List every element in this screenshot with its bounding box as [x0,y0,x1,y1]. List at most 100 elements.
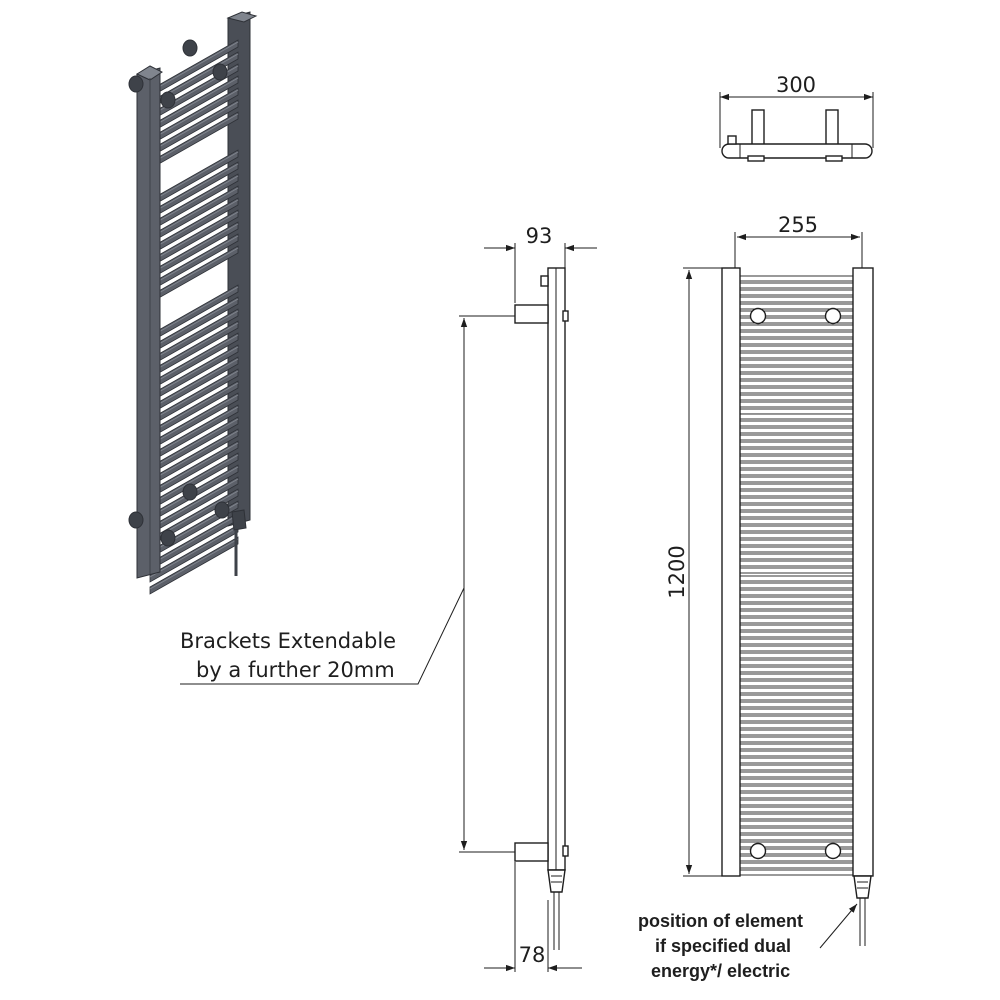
front-bar [739,575,854,582]
front-bar [739,560,854,567]
heating-element-3d [231,509,247,576]
front-bar [739,729,854,736]
front-rail [135,65,163,579]
iso-bar-highlight [149,454,239,506]
front-width-label: 255 [778,213,818,237]
front-bar [739,813,854,820]
element-note: position of element if specified dual en… [638,903,858,981]
front-bar [739,394,854,401]
front-bar [739,652,854,659]
front-bar [739,624,854,631]
front-bar [739,743,854,750]
iso-bar-highlight [149,247,239,299]
front-bar [739,275,854,282]
front-bar [739,764,854,771]
front-bar [739,455,854,462]
front-bar [739,715,854,722]
front-bar [739,792,854,799]
iso-bar-highlight [149,223,239,275]
front-bar [739,701,854,708]
iso-bar-highlight [149,113,239,165]
front-bar [739,420,854,427]
iso-bar-highlight [149,298,239,350]
iso-bar-highlight [149,442,239,494]
front-bar [739,722,854,729]
iso-bar-highlight [149,418,239,470]
front-bar [739,553,854,560]
iso-bar-highlight [149,406,239,458]
front-bar [739,673,854,680]
front-bar [739,408,854,415]
iso-bar-highlight [149,478,239,530]
front-bar [739,582,854,589]
iso-bar-highlight [149,346,239,398]
iso-bracket [160,91,176,109]
front-bar [739,610,854,617]
front-bar [739,862,854,869]
iso-bar-highlight [149,101,239,153]
element-note-line2: if specified dual [655,936,791,956]
front-bar [739,469,854,476]
bracket-note-line1: Brackets Extendable [180,629,396,653]
front-bar [739,380,854,387]
front-bar [739,331,854,338]
front-bar [739,497,854,504]
iso-bar-highlight [149,211,239,263]
iso-bracket [128,75,144,93]
front-bar [739,596,854,603]
iso-bar-highlight [149,382,239,434]
front-bar [739,441,854,448]
front-bar [739,532,854,539]
iso-bar-highlight [149,334,239,386]
front-bar [739,603,854,610]
front-bar [739,434,854,441]
front-bar [739,827,854,834]
front-bar [739,666,854,673]
front-bar [739,631,854,638]
front-view: 255 1200 [665,213,874,946]
iso-bracket [128,511,144,529]
front-bar [739,413,854,420]
side-view: 93 78 [459,224,597,972]
front-bar [739,694,854,701]
front-bar [739,525,854,532]
front-bar [739,427,854,434]
front-bar [739,645,854,652]
iso-bracket [182,483,198,501]
front-heated-bars [739,275,854,876]
iso-bracket [214,501,230,519]
front-bar [739,785,854,792]
bracket-note: Brackets Extendable by a further 20mm [180,587,465,685]
front-bar [739,490,854,497]
front-bar [739,617,854,624]
front-bar [739,687,854,694]
iso-bar-highlight [149,370,239,422]
iso-bar-highlight [149,430,239,482]
iso-bar-highlight [149,526,239,578]
front-bar [739,511,854,518]
front-bar [739,589,854,596]
iso-bar-highlight [149,199,239,251]
front-bar [739,546,854,553]
element-note-line1: position of element [638,911,803,931]
iso-bar-highlight [149,163,239,215]
front-wall-brackets [749,307,842,860]
front-bar [739,345,854,352]
front-bar [739,834,854,841]
front-bar [739,869,854,876]
front-bar [739,401,854,408]
top-view: 300 [719,73,874,162]
front-bar [739,483,854,490]
iso-bracket [160,529,176,547]
iso-bar-highlight [149,322,239,374]
radiator-3d-view [128,11,258,595]
heated-bars [149,39,239,595]
iso-bar-highlight [149,187,239,239]
front-bar [739,462,854,469]
wall-brackets [128,39,230,547]
front-bar [739,750,854,757]
front-bar [739,799,854,806]
front-bar [739,373,854,380]
top-width-label: 300 [776,73,816,97]
height-label: 1200 [665,545,689,598]
